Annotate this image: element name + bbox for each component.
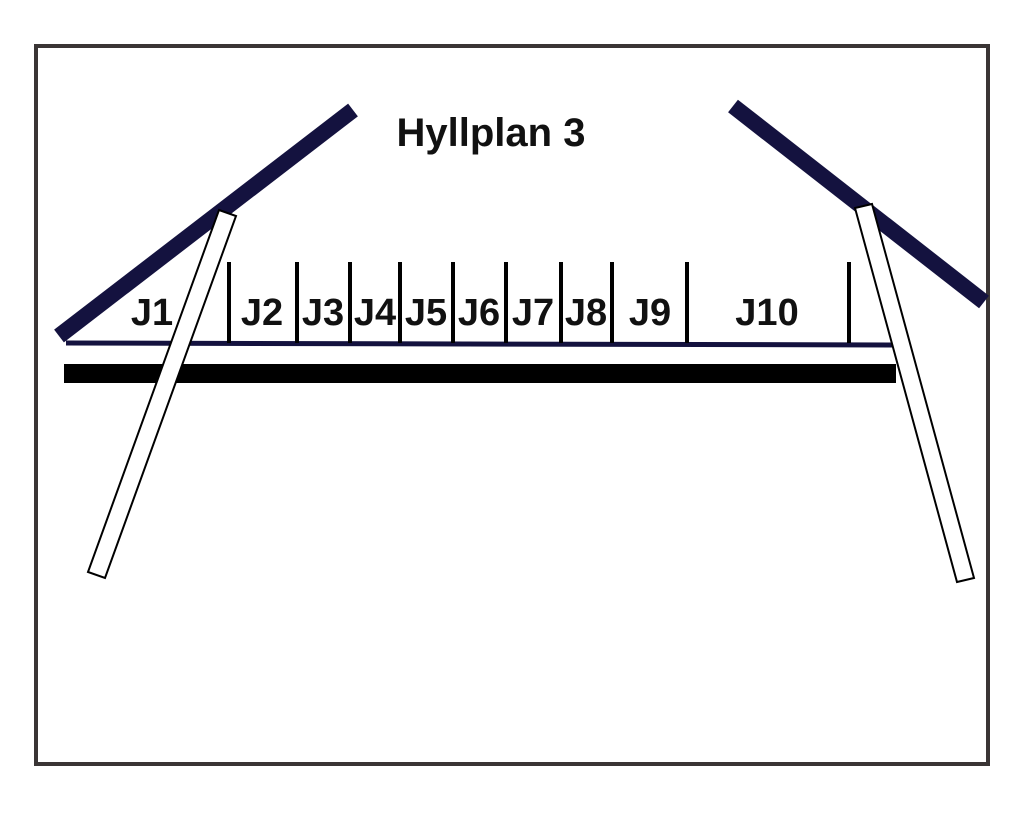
section-label-j10: J10	[735, 292, 798, 334]
section-label-j7: J7	[512, 292, 554, 334]
right-roof-beam	[728, 99, 989, 309]
section-label-j9: J9	[629, 292, 671, 334]
floor-beam	[64, 364, 896, 383]
section-label-j4: J4	[354, 292, 396, 334]
section-dividers	[227, 262, 851, 343]
section-label-j5: J5	[405, 292, 447, 334]
left-support-post	[86, 208, 238, 580]
section-label-j3: J3	[302, 292, 344, 334]
section-label-j6: J6	[458, 292, 500, 334]
left-roof-beam	[54, 103, 358, 343]
section-labels: J1 J2 J3 J4 J5 J6 J7 J8 J9 J10	[131, 292, 799, 334]
diagram-title: Hyllplan 3	[397, 111, 586, 155]
section-label-j8: J8	[565, 292, 607, 334]
right-support-post	[853, 202, 976, 584]
shelf-line	[65, 340, 896, 348]
outer-frame	[34, 44, 990, 766]
section-label-j2: J2	[241, 292, 283, 334]
section-label-j1: J1	[131, 292, 173, 334]
